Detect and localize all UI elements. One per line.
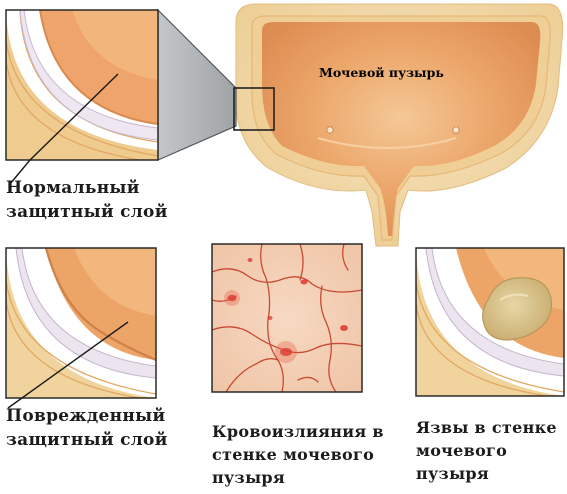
ureter-orifice-left <box>327 127 333 133</box>
damaged-layer-caption-line1: Поврежденный <box>6 404 168 428</box>
hemorrhage-caption: Кровоизлияния в стенке мочевого пузыря <box>212 420 384 489</box>
hemorrhage-caption-line2: стенке мочевого <box>212 443 384 466</box>
ulcer-caption-line3: пузыря <box>416 462 557 485</box>
panel-hemorrhages <box>212 244 362 392</box>
damaged-layer-caption: Поврежденный защитный слой <box>6 404 168 452</box>
panel-ulcers <box>416 248 564 396</box>
hemorrhage-caption-line1: Кровоизлияния в <box>212 420 384 443</box>
ulcer-caption-line1: Язвы в стенке <box>416 416 557 439</box>
normal-layer-caption-line2: защитный слой <box>6 200 168 224</box>
ureter-orifice-right <box>453 127 459 133</box>
ulcer-caption-line2: мочевого <box>416 439 557 462</box>
panel-damaged-layer <box>6 248 156 408</box>
normal-layer-caption-line1: Нормальный <box>6 176 168 200</box>
zoom-callout-wedge <box>158 10 236 160</box>
ulcer-caption: Язвы в стенке мочевого пузыря <box>416 416 557 485</box>
bladder-label: Мочевой пузырь <box>319 65 444 80</box>
panel-normal-layer <box>6 10 158 184</box>
normal-layer-caption: Нормальный защитный слой <box>6 176 168 224</box>
bladder-illustration: Мочевой пузырь <box>236 4 563 246</box>
damaged-layer-caption-line2: защитный слой <box>6 428 168 452</box>
hemorrhage-caption-line3: пузыря <box>212 466 384 489</box>
